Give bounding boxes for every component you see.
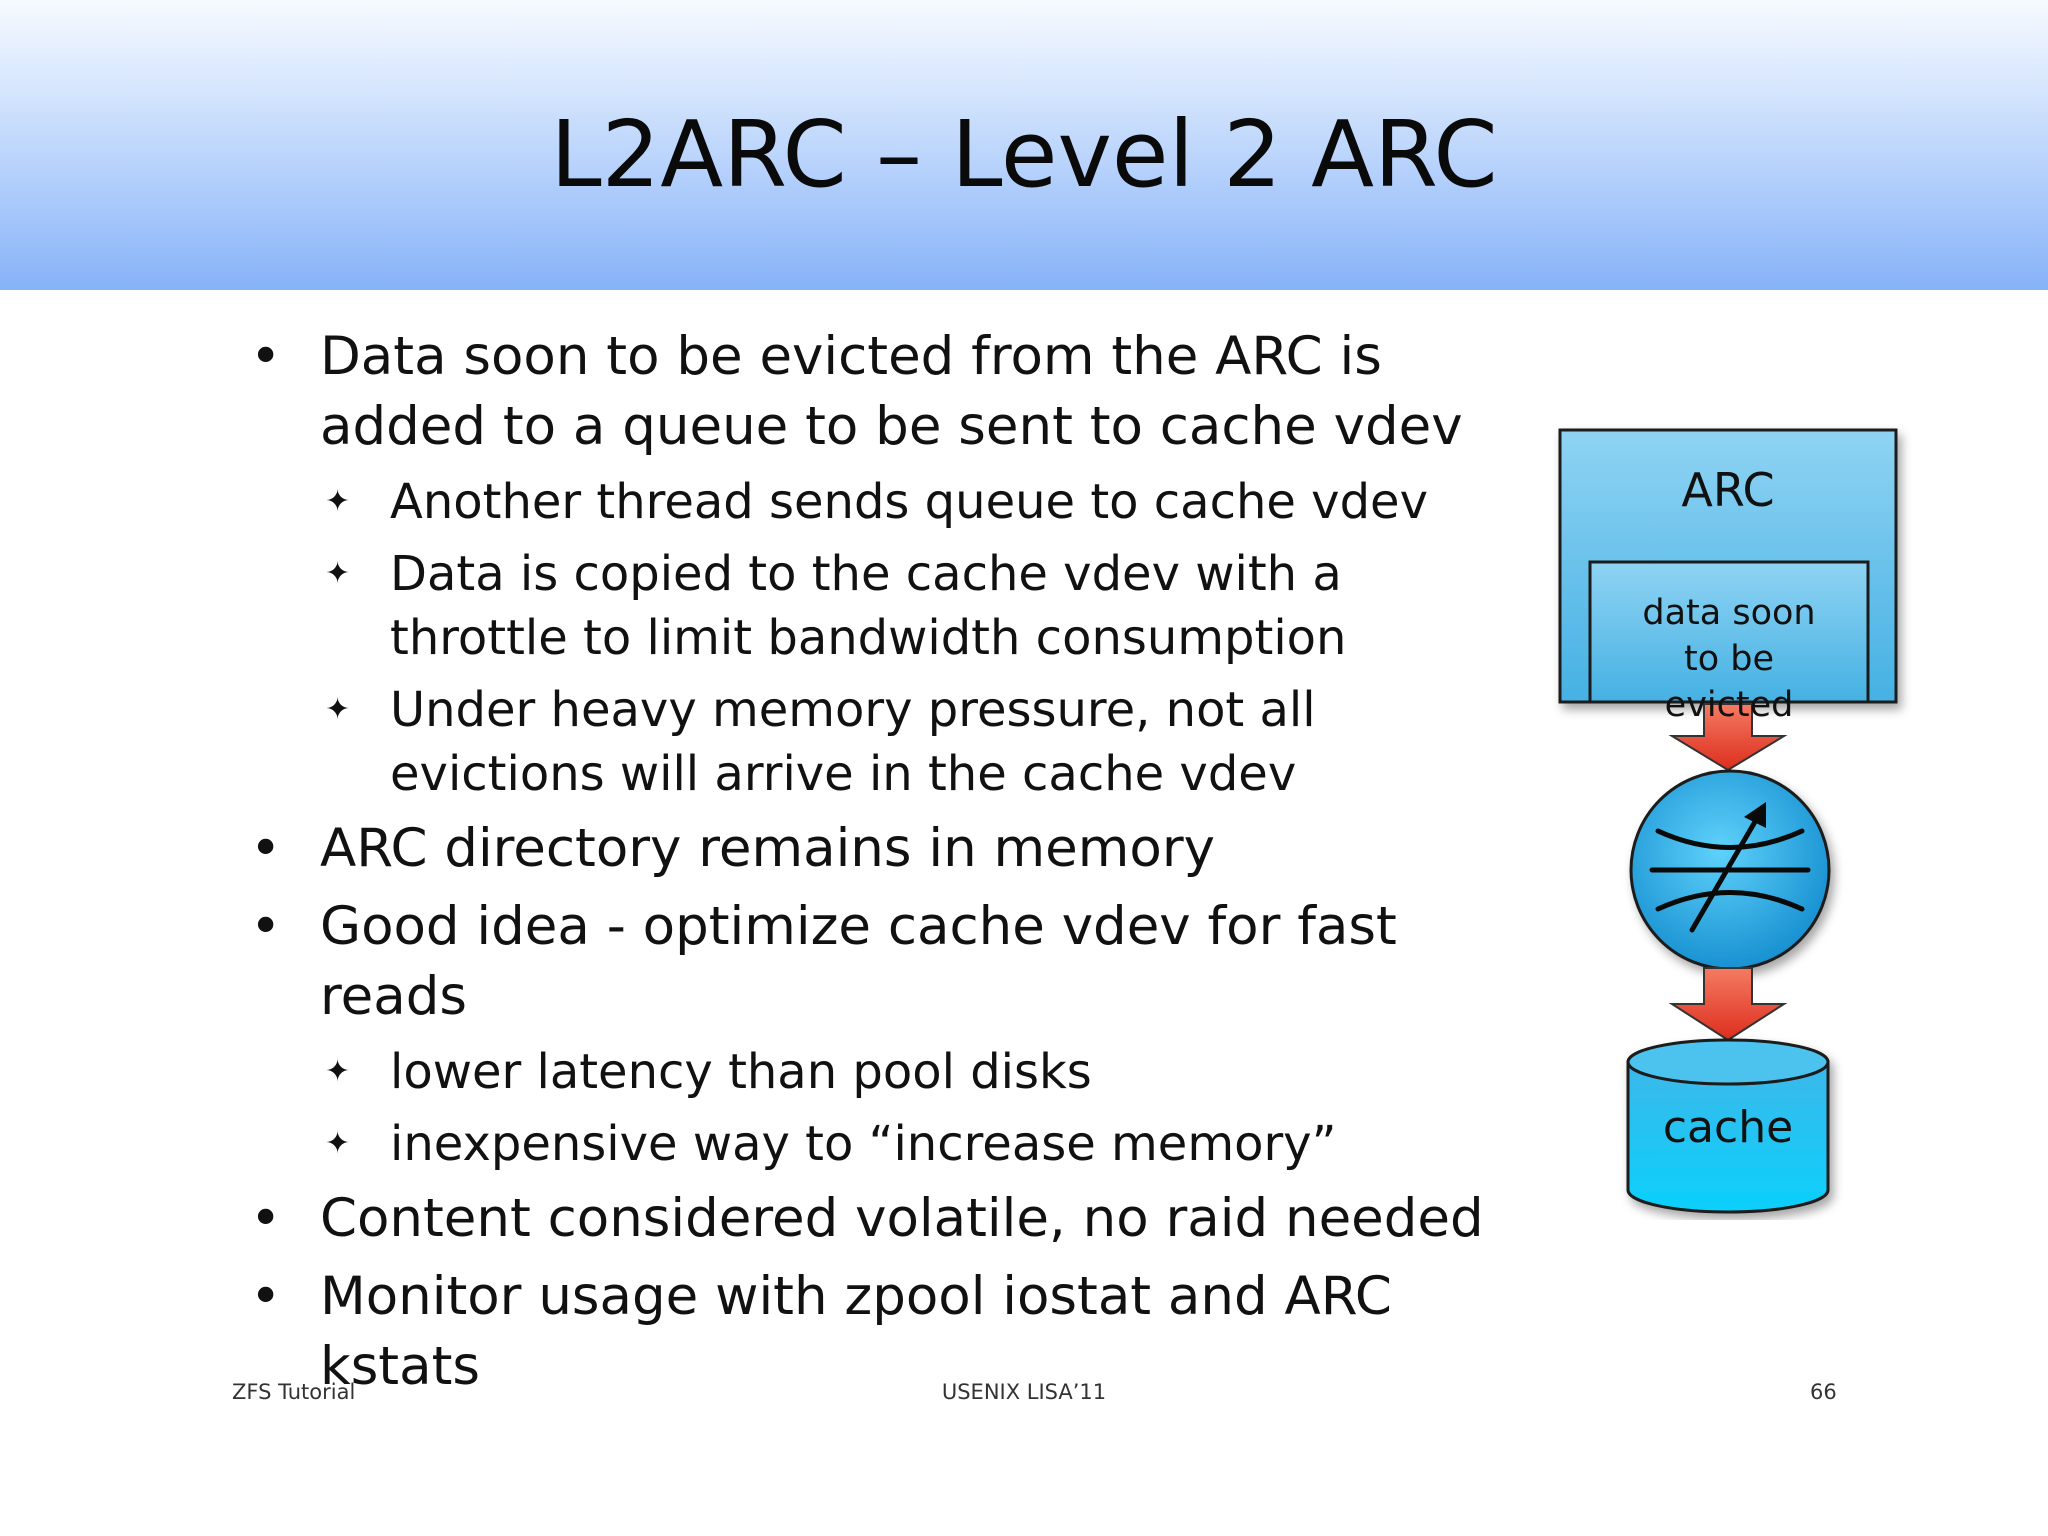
cache-cylinder-icon [1626, 1038, 1830, 1214]
sub-bullet-item: lower latency than pool disks [250, 1040, 1520, 1104]
bullet-list: Data soon to be evicted from the ARC is … [250, 322, 1520, 1410]
slide-title: L2ARC – Level 2 ARC [550, 101, 1498, 208]
down-arrow-icon [1668, 703, 1788, 772]
evict-label: data soon to be evicted [1642, 593, 1816, 725]
bullet-item: Good idea - optimize cache vdev for fast… [250, 892, 1520, 1032]
sub-bullet-item: Under heavy memory pressure, not all evi… [250, 678, 1520, 806]
sub-bullet-item: inexpensive way to “increase memory” [250, 1112, 1520, 1176]
bullet-item: Monitor usage with zpool iostat and ARC … [250, 1262, 1520, 1402]
page-number: 66 [1810, 1380, 1837, 1404]
evict-box [1588, 560, 1870, 704]
l2arc-diagram: ARC data soon to be evicted cache [1540, 420, 1920, 1220]
cache-label: cache [1662, 1102, 1794, 1153]
bullet-item: ARC directory remains in memory [250, 814, 1520, 884]
bullet-item: Data soon to be evicted from the ARC is … [250, 322, 1520, 462]
footer-center: USENIX LISA’11 [941, 1380, 1107, 1404]
throttle-symbol [1649, 817, 1811, 933]
arc-label: ARC [1681, 463, 1775, 517]
throttle-arrowhead [1744, 802, 1766, 828]
sub-bullet-item: Another thread sends queue to cache vdev [250, 470, 1520, 534]
diagram-graphics [1558, 428, 1898, 1214]
title-bar [0, 0, 2048, 290]
bullet-item: Content considered volatile, no raid nee… [250, 1184, 1520, 1254]
sub-bullet-item: Data is copied to the cache vdev with a … [250, 542, 1520, 670]
down-arrow-icon [1668, 967, 1788, 1042]
footer-left: ZFS Tutorial [232, 1380, 356, 1404]
